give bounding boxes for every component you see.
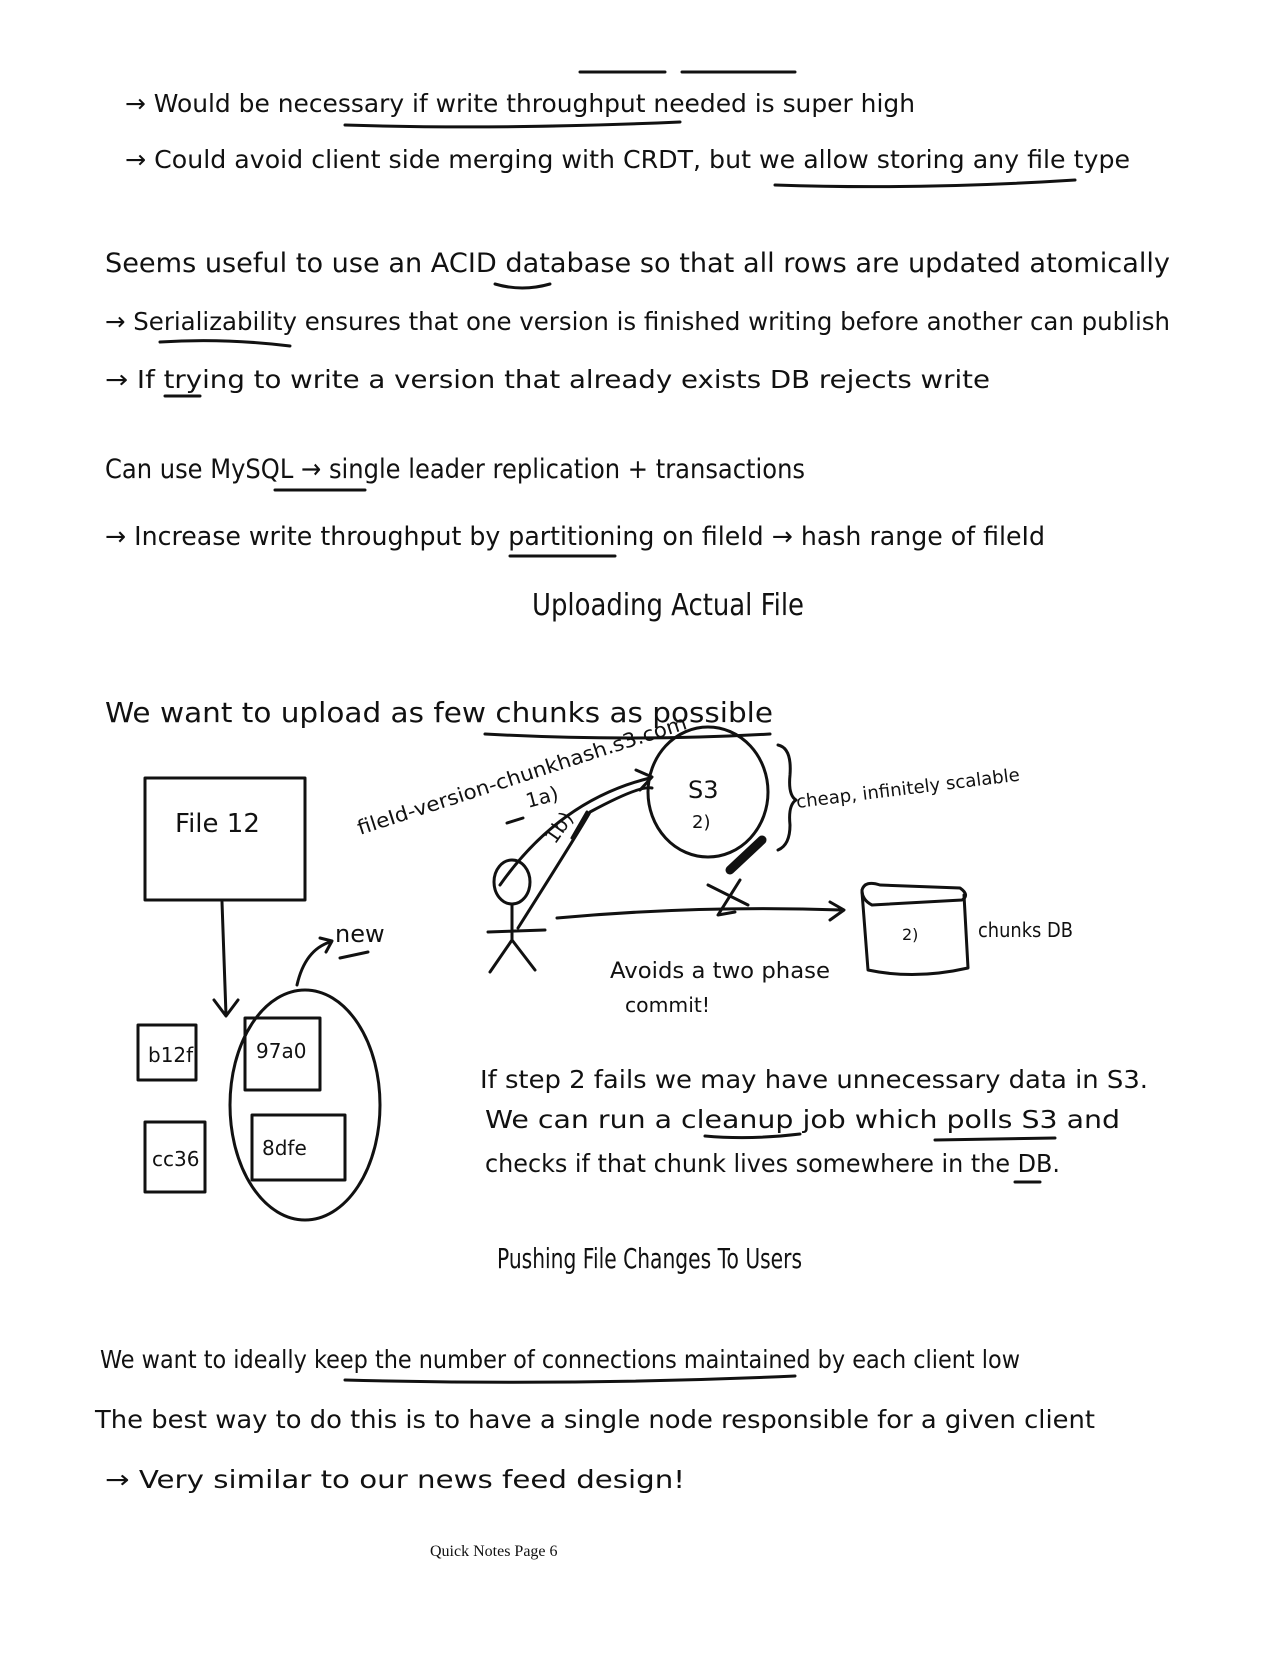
scribble	[725, 835, 767, 875]
note-line: → If trying to write a version that alre…	[105, 365, 990, 394]
note-line: If step 2 fails we may have unnecessary …	[480, 1065, 1148, 1094]
note-line: → Could avoid client side merging with C…	[125, 145, 1130, 174]
chunk-box	[143, 1120, 207, 1194]
new-chunks-group	[228, 988, 382, 1222]
brace	[776, 743, 798, 852]
note-line: → Would be necessary if write throughput…	[125, 89, 915, 118]
s3-label: S3	[688, 776, 719, 804]
file-box-label: File 12	[175, 809, 260, 839]
chunk-label: b12f	[148, 1043, 194, 1067]
chunk-label: 8dfe	[262, 1136, 307, 1160]
note-line: Can use MySQL → single leader replicatio…	[105, 454, 805, 485]
cross-out-mark-icon	[706, 878, 750, 917]
note-line: Seems useful to use an ACID database so …	[105, 248, 1170, 279]
file-box	[143, 776, 307, 902]
chunk-box	[136, 1023, 198, 1082]
s3-note: cheap, infinitely scalable	[795, 765, 1021, 813]
note-line: We want to ideally keep the number of co…	[100, 1345, 1020, 1374]
chunk-label: 97a0	[256, 1039, 306, 1063]
db-write-arrow-icon	[555, 900, 846, 922]
upload-arrow-icon	[498, 768, 654, 887]
db-step: 2)	[902, 925, 918, 944]
step-1a: 1a)	[523, 781, 561, 813]
chunk-box	[250, 1113, 347, 1182]
note-line: → Very similar to our news feed design!	[105, 1465, 685, 1494]
avoids-note: commit!	[625, 993, 710, 1017]
note-line: checks if that chunk lives somewhere in …	[485, 1149, 1060, 1178]
section-heading: Pushing File Changes To Users	[497, 1242, 802, 1275]
note-line: → Increase write throughput by partition…	[105, 522, 1045, 552]
avoids-note: Avoids a two phase	[610, 959, 830, 984]
note-line: We can run a cleanup job which polls S3 …	[485, 1105, 1120, 1134]
s3-key-label: fileId-version-chunkhash.s3.com	[354, 710, 690, 839]
section-heading: Uploading Actual File	[532, 588, 804, 623]
down-arrow-icon	[212, 900, 240, 1018]
page-footer: Quick Notes Page 6	[430, 1543, 558, 1560]
note-line: The best way to do this is to have a sin…	[94, 1405, 1095, 1434]
chunks-db-icon	[860, 881, 970, 977]
new-label: new	[335, 920, 385, 948]
s3-bucket	[646, 725, 770, 859]
note-line: We want to upload as few chunks as possi…	[105, 696, 773, 729]
chunk-label: cc36	[152, 1147, 199, 1171]
s3-step: 2)	[692, 812, 710, 833]
note-line: → Serializability ensures that one versi…	[105, 307, 1170, 336]
curved-arrow-icon	[295, 936, 334, 987]
underlines	[158, 70, 1077, 1384]
db-label: chunks DB	[978, 918, 1073, 942]
download-arrow-icon	[516, 786, 654, 930]
chunk-box	[243, 1016, 322, 1092]
client-user-icon	[486, 858, 547, 974]
